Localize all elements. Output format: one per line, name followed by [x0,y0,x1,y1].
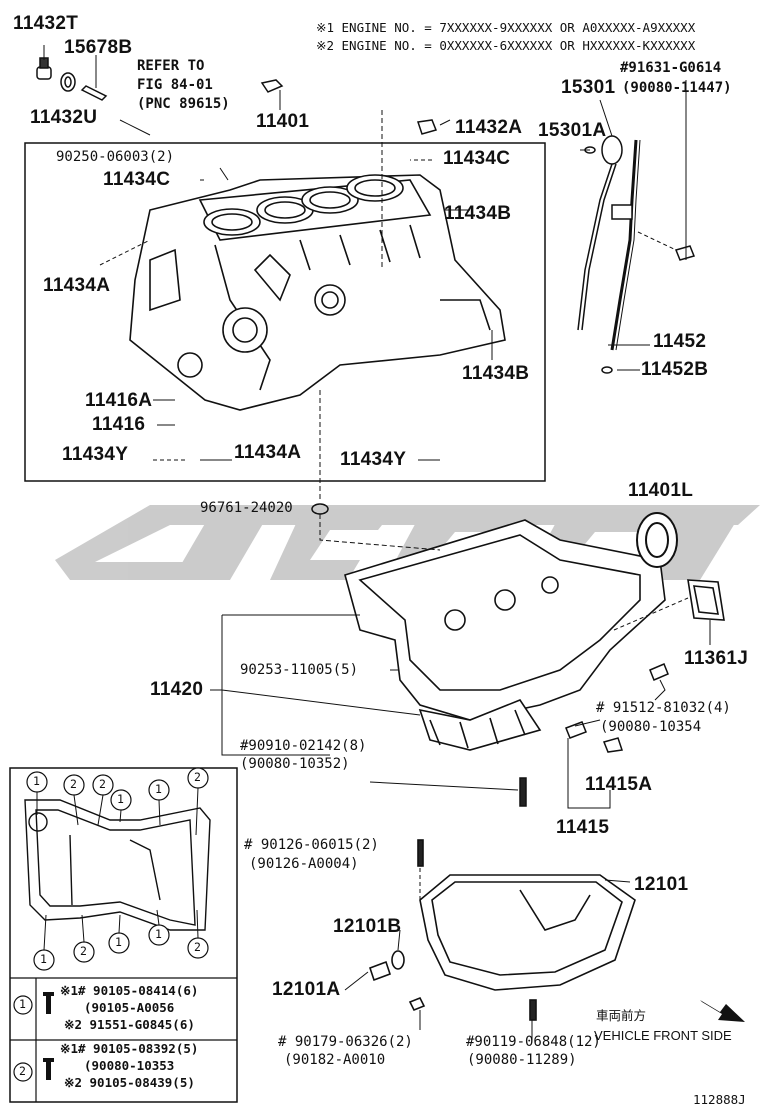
label-11432A: 11432A [455,117,523,138]
label-11415: 11415 [556,817,610,838]
inset-mark-4: 1 [117,792,124,806]
label-90126-06015: # 90126-06015(2) [244,837,379,853]
label-12101A: 12101A [272,979,341,1000]
inset-mark-10: 1 [155,927,162,941]
label-11416: 11416 [92,414,146,435]
label-11434C-left: 11434C [103,169,171,190]
inset-mark-11: 2 [194,940,201,954]
label-90119-06848: #90119-06848(12) [466,1034,601,1050]
label-11434B-top: 11434B [444,203,512,224]
label-90080-11289: (90080-11289) [467,1052,577,1068]
legend-row1-line1: ※1# 90105-08414(6) [60,983,199,998]
label-11401L: 11401L [628,480,694,501]
inset-mark-9: 1 [115,935,122,949]
inset-frame [9,767,238,1103]
label-90910-02142: #90910-02142(8) [240,738,367,754]
label-11415A: 11415A [585,774,653,795]
label-refer-fig: FIG 84-01 [137,77,213,93]
engine-note-2: ※2 ENGINE NO. = 0XXXXXX-6XXXXXX OR HXXXX… [316,38,696,53]
inset-mark-5: 1 [155,782,162,796]
label-11452B: 11452B [641,359,709,380]
legend-row1-line3: ※2 91551-G0845(6) [64,1017,195,1032]
inset-crankcase-outline [24,799,211,931]
legend-row2-number: 2 [19,1064,26,1078]
inset-mark-7: 1 [40,952,47,966]
label-11416A: 11416A [85,390,153,411]
label-90253-11005: 90253-11005(5) [240,662,359,678]
label-90080-10352: (90080-10352) [240,756,350,772]
small-parts-top [36,57,438,135]
legend-row1-line2: (90105-A0056 [84,1000,175,1015]
label-90182-A0010: (90182-A0010 [284,1052,386,1068]
inset-callouts [13,767,209,1082]
label-11434A-bottom: 11434A [234,442,302,463]
legend-row1-number: 1 [19,997,26,1011]
label-front-en: VEHICLE FRONT SIDE [594,1028,732,1043]
label-90080-11447: (90080-11447) [622,80,732,96]
label-15678B: 15678B [64,37,133,58]
label-11420: 11420 [150,679,204,700]
inset-mark-3: 2 [99,777,106,791]
bolts-right [519,663,669,807]
label-11432T: 11432T [13,13,79,34]
legend-row2-line3: ※2 90105-08439(5) [64,1075,195,1090]
diagram-code: 112888J [693,1092,746,1107]
label-15301: 15301 [561,77,616,98]
inset-mark-1: 1 [33,774,40,788]
label-15301A: 15301A [538,120,607,141]
label-11434Y-left: 11434Y [62,444,129,465]
label-12101B: 12101B [333,916,402,937]
label-90250-06003: 90250-06003(2) [56,149,175,165]
label-11434Y-right: 11434Y [340,449,407,470]
label-11401: 11401 [256,111,310,132]
crankcase-illustration [344,519,666,751]
engine-block-frame [24,142,546,482]
inset-mark-6: 2 [194,770,201,784]
label-11434B-right: 11434B [462,363,530,384]
vehicle-front-arrow-icon [700,1000,745,1022]
oil-pan-illustration [368,839,636,1021]
label-11361J: 11361J [684,648,749,669]
label-12101: 12101 [634,874,689,895]
inset-mark-2: 2 [70,777,77,791]
leader-lines [43,45,711,1040]
legend-row2-line1: ※1# 90105-08392(5) [60,1041,199,1056]
oil-dipstick-illustration [577,135,696,374]
engine-note-1: ※1 ENGINE NO. = 7XXXXXX-9XXXXXX OR A0XXX… [316,20,696,35]
gasket-11361J [687,579,725,621]
label-11452: 11452 [653,331,707,352]
legend-row2-line2: (90080-10353 [84,1058,175,1073]
label-11432U: 11432U [30,107,98,128]
label-11434A-left: 11434A [43,275,111,296]
inset-leaders [36,787,199,951]
label-96761-24020: 96761-24020 [200,500,293,516]
label-91631-G0614: #91631-G0614 [620,60,722,76]
label-refer-to: REFER TO [137,58,205,74]
label-90179-06326: # 90179-06326(2) [278,1034,413,1050]
label-front-jp: 車両前方 [596,1008,647,1023]
oil-seal-11401L [636,512,678,568]
cylinder-block-illustration [129,174,506,411]
label-90126-A0004: (90126-A0004) [249,856,359,872]
label-91512-81032: # 91512-81032(4) [596,700,731,716]
label-refer-pnc: (PNC 89615) [137,96,230,112]
label-90080-10354: (90080-10354 [600,719,702,735]
inset-mark-8: 2 [80,944,87,958]
legend-bolt-icons [43,992,54,1080]
label-11434C-right: 11434C [443,148,511,169]
